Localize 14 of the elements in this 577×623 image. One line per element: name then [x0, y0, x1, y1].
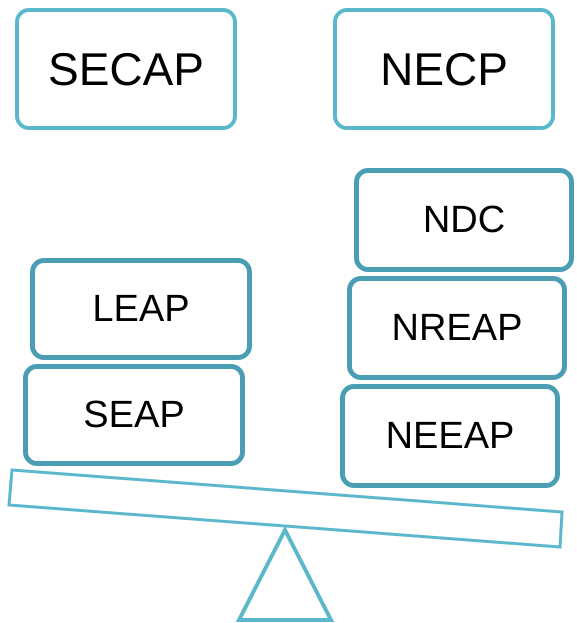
box-label: NEEAP	[386, 414, 514, 458]
box-label: NECP	[380, 42, 508, 96]
box-label: NREAP	[392, 306, 522, 350]
box-label: LEAP	[92, 288, 190, 330]
label-box	[354, 168, 574, 272]
label-box	[347, 276, 567, 380]
label-box	[333, 8, 555, 130]
label-box	[340, 384, 560, 488]
box-label: SECAP	[48, 42, 204, 96]
label-box	[15, 8, 237, 130]
label-box	[30, 258, 252, 360]
label-box	[23, 364, 245, 466]
box-label: NDC	[422, 198, 506, 242]
box-label: SEAP	[83, 394, 185, 436]
